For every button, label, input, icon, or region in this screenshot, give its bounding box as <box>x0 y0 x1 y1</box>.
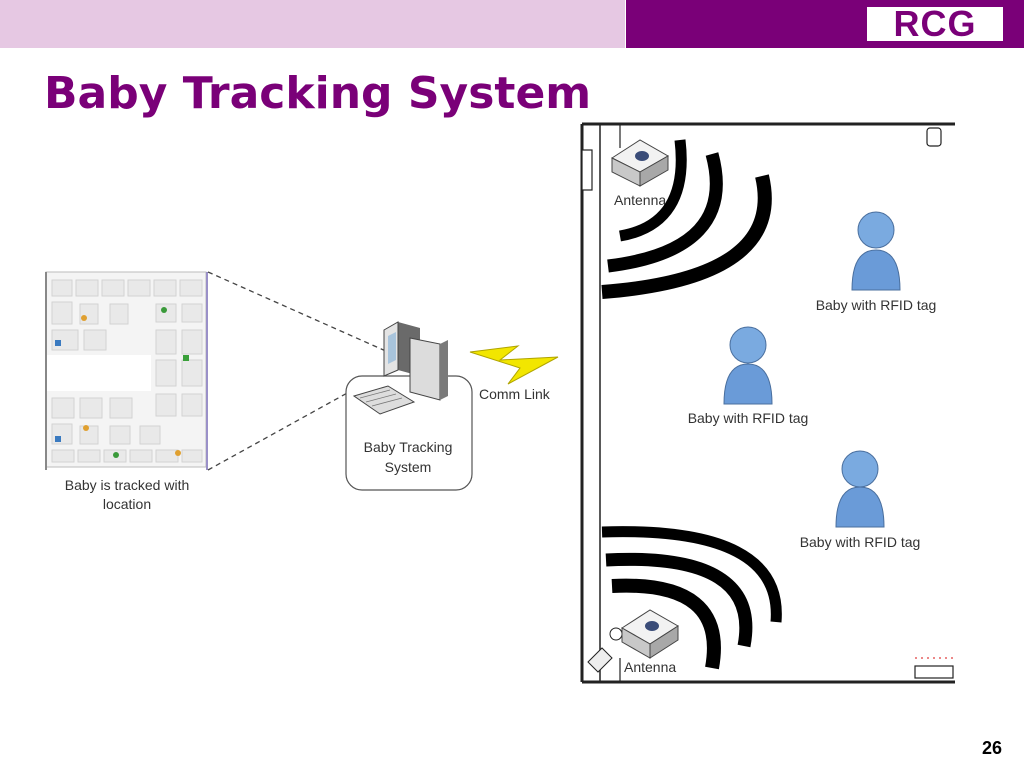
baby-label-3: Baby with RFID tag <box>800 534 921 550</box>
signal-waves-bottom <box>601 526 782 670</box>
floorplan-caption-line2: location <box>103 496 151 512</box>
floorplan-map <box>45 271 208 470</box>
page-number: 26 <box>981 738 1002 758</box>
signal-waves-top <box>601 139 772 299</box>
rcg-logo: RCG <box>865 5 1005 43</box>
room-outline <box>580 122 955 684</box>
baby-label-2: Baby with RFID tag <box>688 410 809 426</box>
baby-label-1: Baby with RFID tag <box>816 297 937 313</box>
slide-title: Baby Tracking System <box>44 68 592 119</box>
system-label-line1: Baby Tracking <box>364 439 453 455</box>
lightning-icon <box>469 345 559 385</box>
baby-icon-1 <box>851 211 901 291</box>
antenna-bottom-icon <box>621 609 679 659</box>
computer-icon <box>352 321 448 415</box>
baby-icon-2 <box>723 326 773 405</box>
projection-line-top <box>207 271 389 353</box>
logo-text: RCG <box>893 3 977 44</box>
system-label-line2: System <box>385 459 432 475</box>
floorplan-caption-line1: Baby is tracked with <box>65 477 190 493</box>
comm-link-label: Comm Link <box>479 386 551 402</box>
antenna-top-label: Antenna <box>614 192 666 208</box>
header-band <box>0 0 625 48</box>
antenna-top-icon <box>610 139 670 187</box>
baby-icon-3 <box>835 450 885 528</box>
antenna-bottom-label: Antenna <box>624 659 676 675</box>
